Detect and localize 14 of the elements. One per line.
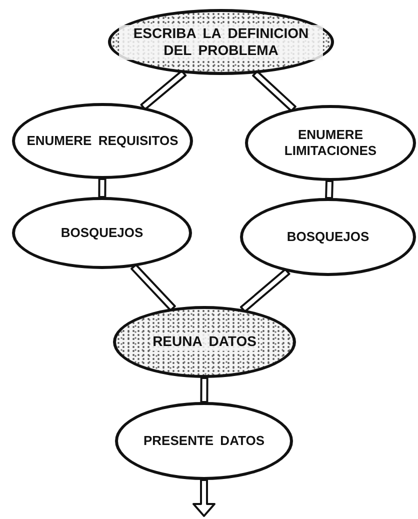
arrow xyxy=(192,479,216,517)
connector xyxy=(240,268,290,313)
connector xyxy=(252,70,296,112)
node-label: BOSQUEJOS xyxy=(286,228,370,246)
connector xyxy=(200,376,208,404)
node-label: ENUMERE LIMITACIONES xyxy=(283,126,378,160)
node-label: ESCRIBA LA DEFINICION DEL PROBLEMA xyxy=(119,24,323,60)
node-label: ENUMERE REQUISITOS xyxy=(26,132,180,150)
connector xyxy=(325,180,334,200)
connector xyxy=(98,178,106,198)
node-label: BOSQUEJOS xyxy=(60,224,144,242)
node-label: PRESENTE DATOS xyxy=(142,432,266,450)
connector xyxy=(130,264,176,312)
node-label: REUNA DATOS xyxy=(150,333,258,351)
